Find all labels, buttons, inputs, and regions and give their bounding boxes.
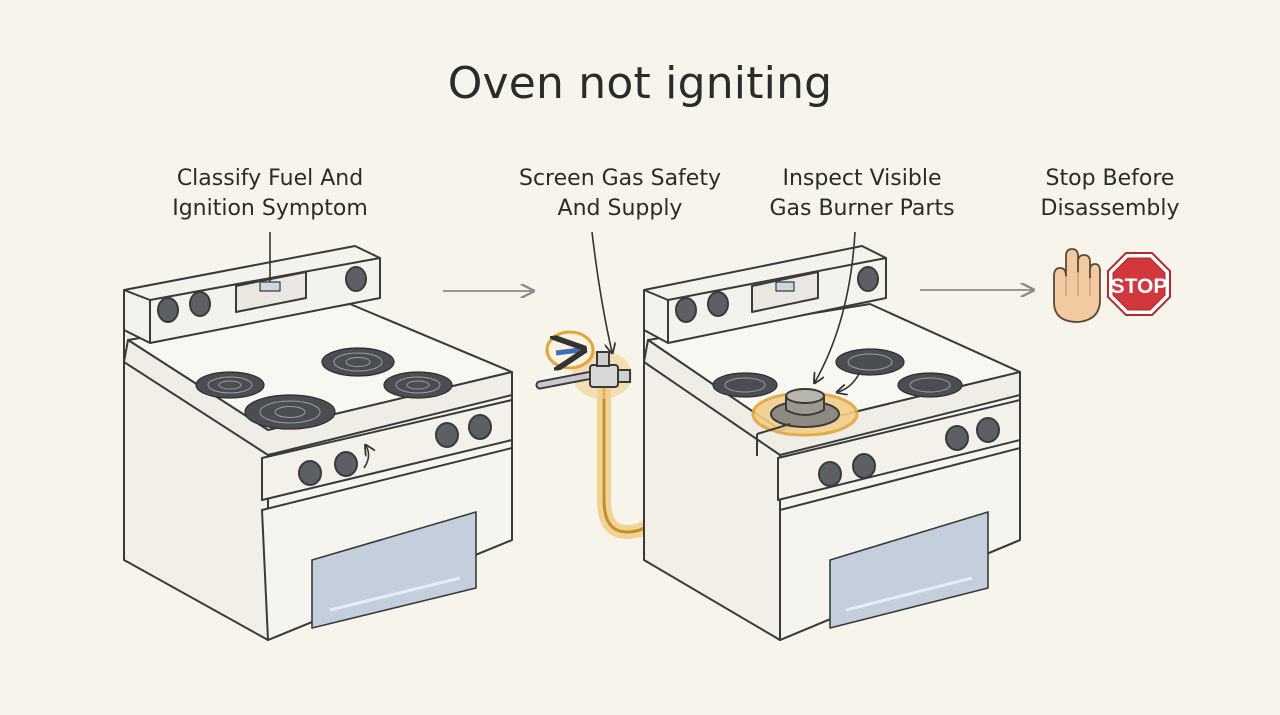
raised-hand-icon (1053, 248, 1101, 323)
gas-range-icon (643, 245, 1021, 641)
step-label-line: Gas Burner Parts (769, 196, 955, 221)
stop-sign-text: STOP (1111, 275, 1168, 298)
leader-line (815, 231, 856, 382)
step-label-stop: Stop Before Disassembly (980, 164, 1240, 224)
step-label-line: Disassembly (1040, 196, 1180, 221)
leader-line (838, 371, 861, 392)
step-label-line: And Supply (557, 196, 683, 221)
electric-range-icon (123, 245, 513, 641)
stop-sign-icon: STOP (1107, 252, 1171, 316)
step-label-line: Screen Gas Safety (519, 166, 721, 191)
step-label-line: Classify Fuel And (176, 166, 364, 191)
diagram-title: Oven not igniting (447, 58, 833, 109)
step-label-line: Stop Before (1045, 166, 1175, 191)
step-label-line: Ignition Symptom (172, 196, 368, 221)
step-label-line: Inspect Visible (782, 166, 942, 191)
step-label-classify-fuel: Classify Fuel And Ignition Symptom (140, 164, 400, 224)
step-label-screen-gas: Screen Gas Safety And Supply (490, 164, 750, 224)
step-label-inspect-burner: Inspect Visible Gas Burner Parts (732, 164, 992, 224)
